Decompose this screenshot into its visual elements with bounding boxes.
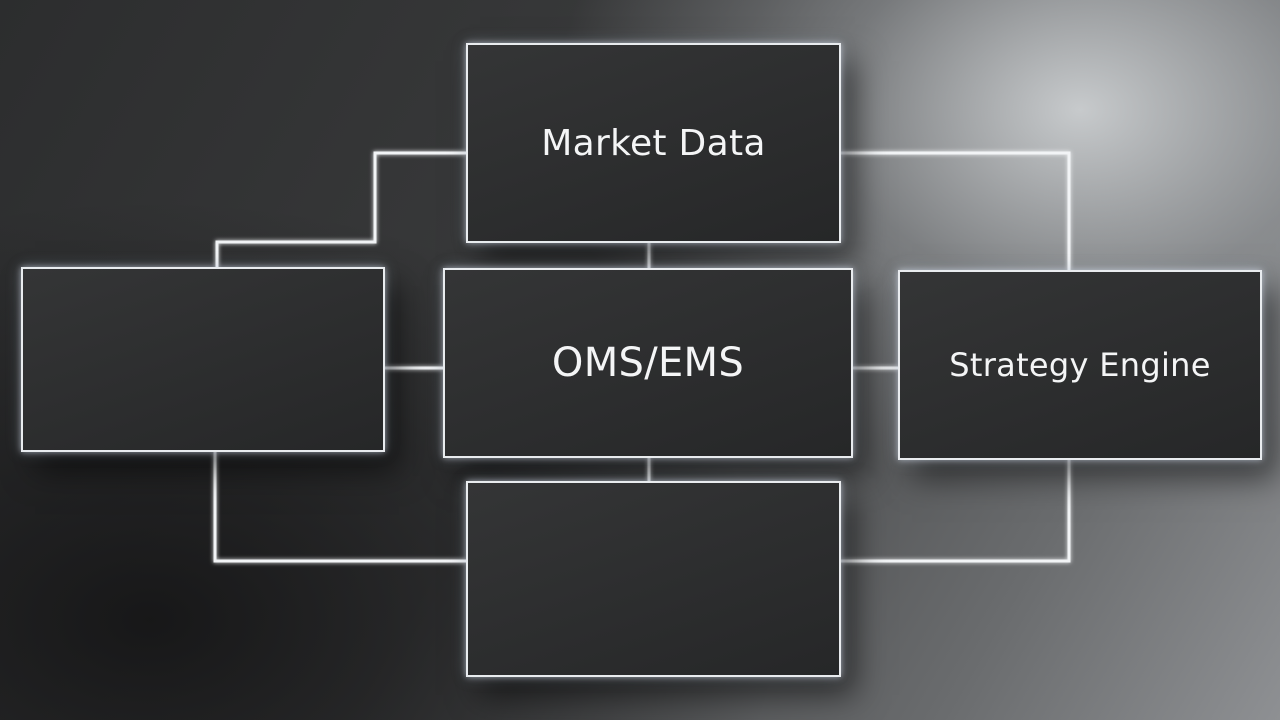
connector-strategy-bottom <box>841 460 1071 563</box>
bottom-node <box>466 481 841 677</box>
oms-ems-label: OMS/EMS <box>551 340 745 386</box>
market-data-node: Market Data <box>466 43 841 243</box>
strategy-engine-label: Strategy Engine <box>949 346 1211 384</box>
connector-market-strategy <box>841 151 1071 270</box>
connector-market-left <box>215 151 466 267</box>
oms-ems-node: OMS/EMS <box>443 268 853 458</box>
strategy-engine-node: Strategy Engine <box>898 270 1262 460</box>
market-data-label: Market Data <box>541 122 766 164</box>
left-node <box>21 267 385 452</box>
connector-left-bottom <box>213 452 466 563</box>
